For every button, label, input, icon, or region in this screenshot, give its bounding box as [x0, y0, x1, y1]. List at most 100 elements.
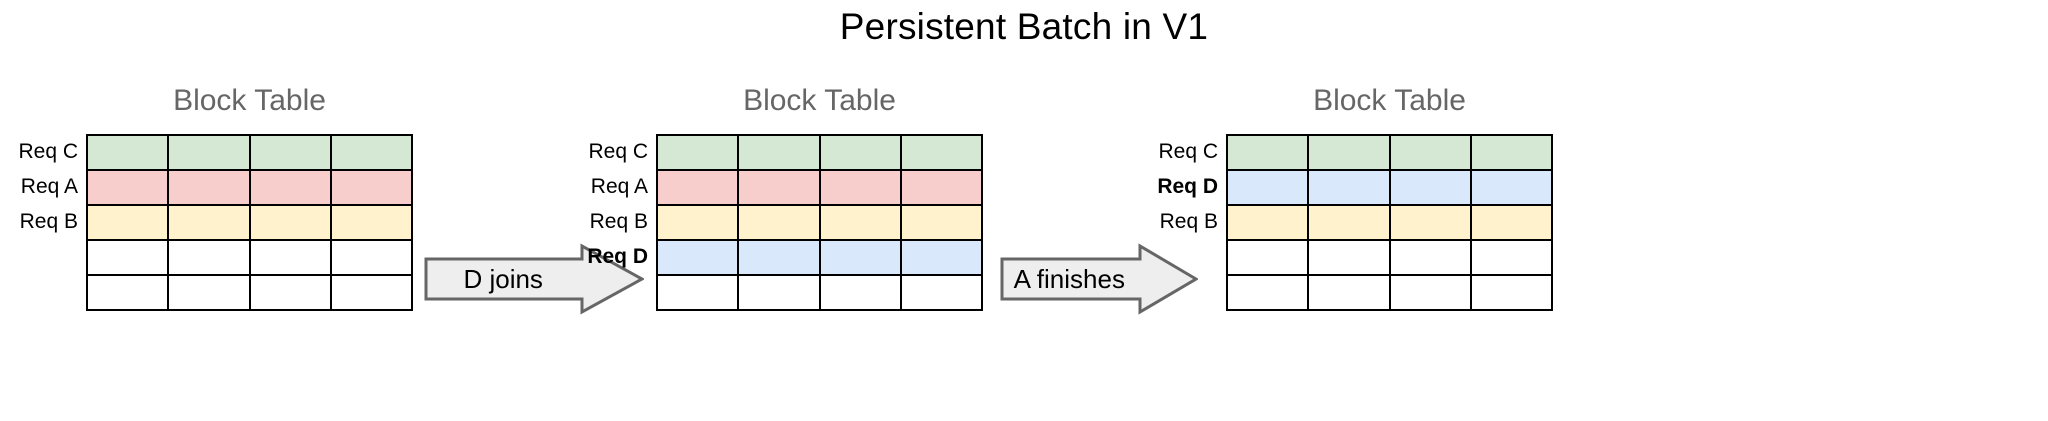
- block-cell[interactable]: [1471, 136, 1553, 171]
- block-cell[interactable]: [88, 206, 170, 241]
- block-cell[interactable]: [331, 241, 413, 276]
- table-row[interactable]: [1228, 206, 1553, 241]
- table-row[interactable]: [88, 206, 413, 241]
- block-cell[interactable]: [658, 136, 740, 171]
- row-label: Req C: [18, 140, 78, 163]
- table-row[interactable]: [658, 206, 983, 241]
- table-row[interactable]: [1228, 136, 1553, 171]
- row-label: [0, 239, 78, 274]
- block-cell[interactable]: [169, 276, 251, 311]
- table-row[interactable]: [88, 136, 413, 171]
- row-label-column-1: Req C Req A Req B: [0, 134, 78, 309]
- table-row[interactable]: [88, 171, 413, 206]
- row-label: Req D: [1157, 175, 1218, 198]
- block-cell[interactable]: [1390, 171, 1472, 206]
- row-label-column-2: Req C Req A Req B Req D: [570, 134, 648, 309]
- block-cell[interactable]: [1471, 206, 1553, 241]
- block-cell[interactable]: [331, 171, 413, 206]
- block-cell[interactable]: [1228, 206, 1310, 241]
- right-arrow-icon: [424, 243, 644, 315]
- block-cell[interactable]: [1471, 276, 1553, 311]
- block-cell[interactable]: [169, 171, 251, 206]
- block-cell[interactable]: [250, 171, 332, 206]
- block-cell[interactable]: [88, 241, 170, 276]
- table-row[interactable]: [1228, 171, 1553, 206]
- row-label: [1140, 274, 1218, 309]
- block-cell[interactable]: [901, 241, 983, 276]
- block-cell[interactable]: [1309, 241, 1391, 276]
- table-row[interactable]: [88, 276, 413, 311]
- row-label: [0, 274, 78, 309]
- block-cell[interactable]: [1309, 206, 1391, 241]
- block-cell[interactable]: [1309, 171, 1391, 206]
- row-label: Req C: [588, 140, 648, 163]
- block-cell[interactable]: [88, 276, 170, 311]
- row-label: Req A: [590, 175, 648, 198]
- block-cell[interactable]: [658, 276, 740, 311]
- block-cell[interactable]: [331, 276, 413, 311]
- block-cell[interactable]: [658, 206, 740, 241]
- block-cell[interactable]: [901, 276, 983, 311]
- table-row[interactable]: [1228, 276, 1553, 311]
- block-cell[interactable]: [1471, 171, 1553, 206]
- block-cell[interactable]: [1228, 136, 1310, 171]
- block-cell[interactable]: [739, 136, 821, 171]
- block-cell[interactable]: [1390, 206, 1472, 241]
- block-table-grid-2: [656, 134, 983, 311]
- block-table-grid-1: [86, 134, 413, 311]
- block-cell[interactable]: [250, 276, 332, 311]
- block-cell[interactable]: [169, 206, 251, 241]
- block-cell[interactable]: [1390, 136, 1472, 171]
- table-row[interactable]: [1228, 241, 1553, 276]
- block-cell[interactable]: [820, 241, 902, 276]
- block-cell[interactable]: [658, 241, 740, 276]
- block-cell[interactable]: [739, 241, 821, 276]
- table-row[interactable]: [658, 241, 983, 276]
- block-cell[interactable]: [1471, 241, 1553, 276]
- row-label: Req B: [19, 210, 78, 233]
- block-cell[interactable]: [1228, 276, 1310, 311]
- block-table-caption-1: Block Table: [173, 84, 326, 117]
- block-cell[interactable]: [250, 241, 332, 276]
- page-title: Persistent Batch in V1: [839, 6, 1209, 47]
- table-row[interactable]: [658, 171, 983, 206]
- block-cell[interactable]: [901, 206, 983, 241]
- row-label: [1140, 239, 1218, 274]
- block-table-grid-3: [1226, 134, 1553, 311]
- block-cell[interactable]: [1390, 276, 1472, 311]
- block-cell[interactable]: [331, 206, 413, 241]
- block-cell[interactable]: [820, 136, 902, 171]
- table-row[interactable]: [658, 136, 983, 171]
- block-cell[interactable]: [820, 171, 902, 206]
- table-row[interactable]: [658, 276, 983, 311]
- block-cell[interactable]: [169, 241, 251, 276]
- block-cell[interactable]: [250, 136, 332, 171]
- block-cell[interactable]: [658, 171, 740, 206]
- right-arrow-icon: [1000, 243, 1198, 315]
- block-cell[interactable]: [739, 276, 821, 311]
- block-cell[interactable]: [901, 171, 983, 206]
- block-table-caption-3: Block Table: [1313, 84, 1466, 117]
- block-cell[interactable]: [250, 206, 332, 241]
- block-cell[interactable]: [1309, 136, 1391, 171]
- block-cell[interactable]: [739, 206, 821, 241]
- block-cell[interactable]: [88, 171, 170, 206]
- block-cell[interactable]: [901, 136, 983, 171]
- row-label: Req D: [587, 245, 648, 268]
- block-cell[interactable]: [1228, 171, 1310, 206]
- block-cell[interactable]: [331, 136, 413, 171]
- block-cell[interactable]: [88, 136, 170, 171]
- row-label: [570, 274, 648, 309]
- table-row[interactable]: [88, 241, 413, 276]
- block-cell[interactable]: [820, 276, 902, 311]
- block-cell[interactable]: [1309, 276, 1391, 311]
- block-cell[interactable]: [1228, 241, 1310, 276]
- row-label-column-3: Req C Req D Req B: [1140, 134, 1218, 309]
- block-cell[interactable]: [739, 171, 821, 206]
- row-label: Req B: [1159, 210, 1218, 233]
- block-cell[interactable]: [1390, 241, 1472, 276]
- block-cell[interactable]: [169, 136, 251, 171]
- row-label: Req A: [20, 175, 78, 198]
- block-cell[interactable]: [820, 206, 902, 241]
